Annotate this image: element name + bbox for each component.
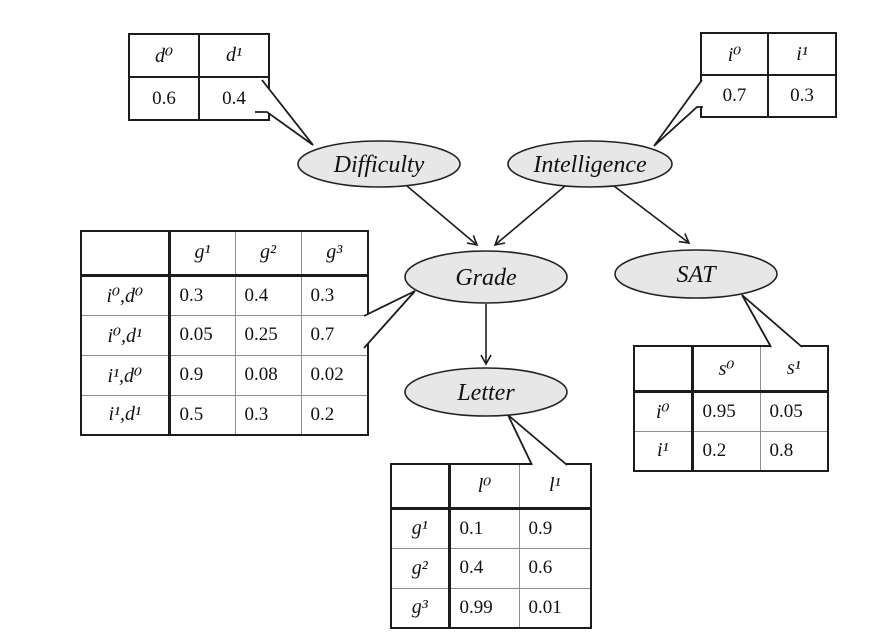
edge-intelligence-grade [493,185,566,247]
sat-cpt-table: s⁰ s¹ i⁰ 0.95 0.05 i¹ 0.2 0.8 [633,345,829,472]
cpt-header-cell: i¹ [767,32,837,76]
cpt-value-row: 0.6 0.4 [128,76,270,121]
cpt-value-cell: 0.2 [300,394,369,436]
cpt-header-cell: l⁰ [448,463,520,510]
cpt-value-cell: 0.08 [234,354,302,396]
letter-node [404,367,568,417]
cpt-value-cell: 0.7 [700,74,769,118]
cpt-value-row: i¹,d¹ 0.5 0.3 0.2 [80,394,369,436]
cpt-row-label: i¹ [633,430,694,472]
edge-difficulty-grade [406,185,479,247]
cpt-value-cell: 0.6 [128,76,200,121]
letter-cpt-table: l⁰ l¹ g¹ 0.1 0.9 g² 0.4 0.6 g³ 0.99 0.01 [390,463,592,629]
cpt-value-cell: 0.01 [518,587,592,629]
cpt-value-row: i⁰,d¹ 0.05 0.25 0.7 [80,314,369,356]
cpt-header-cell: i⁰ [700,32,769,76]
edge-intelligence-sat [613,185,691,244]
cpt-corner-cell [390,463,451,510]
cpt-value-row: i⁰ 0.95 0.05 [633,390,829,432]
cpt-value-cell: 0.25 [234,314,302,356]
cpt-row-label: g¹ [390,507,451,549]
cpt-value-cell: 0.4 [448,547,520,589]
cpt-header-row: s⁰ s¹ [633,345,829,393]
cpt-value-cell: 0.8 [759,430,829,472]
cpt-value-cell: 0.3 [767,74,837,118]
cpt-value-row: i⁰,d⁰ 0.3 0.4 0.3 [80,274,369,316]
cpt-corner-cell [80,230,171,277]
intelligence-node [507,140,673,188]
cpt-value-row: 0.7 0.3 [700,74,837,118]
cpt-row-label: i⁰,d⁰ [80,274,171,316]
grade-node-label: Grade [455,265,517,291]
letter-node-label: Letter [456,380,515,406]
cpt-header-cell: g¹ [168,230,236,277]
cpt-header-cell: l¹ [518,463,592,510]
cpt-value-cell: 0.9 [518,507,592,549]
grade-cpt-table: g¹ g² g³ i⁰,d⁰ 0.3 0.4 0.3 i⁰,d¹ 0.05 0.… [80,230,369,436]
grade-node [404,250,568,304]
cpt-value-cell: 0.9 [168,354,236,396]
cpt-row-label: g³ [390,587,451,629]
cpt-header-row: g¹ g² g³ [80,230,369,277]
cpt-value-cell: 0.95 [691,390,761,432]
cpt-value-cell: 0.2 [691,430,761,472]
cpt-row-label: g² [390,547,451,589]
cpt-header-cell: d¹ [198,33,270,78]
cpt-row-label: i¹,d⁰ [80,354,171,396]
cpt-header-cell: s¹ [759,345,829,393]
cpt-value-cell: 0.3 [300,274,369,316]
sat-node-label: SAT [676,262,717,288]
cpt-row-label: i¹,d¹ [80,394,171,436]
cpt-value-cell: 0.4 [234,274,302,316]
cpt-row-label: i⁰,d¹ [80,314,171,356]
cpt-header-cell: s⁰ [691,345,761,393]
cpt-value-cell: 0.4 [198,76,270,121]
difficulty-cpt-table: d⁰ d¹ 0.6 0.4 [128,33,270,121]
cpt-header-row: l⁰ l¹ [390,463,592,510]
cpt-header-row: d⁰ d¹ [128,33,270,78]
cpt-value-cell: 0.05 [168,314,236,356]
callout-grade-table [363,290,416,349]
callout-intelligence-table [653,79,703,147]
cpt-value-cell: 0.7 [300,314,369,356]
cpt-header-row: i⁰ i¹ [700,32,837,76]
difficulty-node-label: Difficulty [333,152,425,178]
cpt-value-cell: 0.02 [300,354,369,396]
cpt-row-label: i⁰ [633,390,694,432]
cpt-value-cell: 0.3 [234,394,302,436]
cpt-value-cell: 0.6 [518,547,592,589]
cpt-value-cell: 0.1 [448,507,520,549]
cpt-value-cell: 0.05 [759,390,829,432]
callout-sat-table [741,294,803,348]
cpt-value-row: g¹ 0.1 0.9 [390,507,592,549]
intelligence-node-label: Intelligence [532,152,647,178]
sat-node [614,249,778,299]
difficulty-node [297,140,461,188]
cpt-value-row: g² 0.4 0.6 [390,547,592,589]
callout-letter-table [507,414,568,466]
cpt-value-row: i¹,d⁰ 0.9 0.08 0.02 [80,354,369,396]
intelligence-cpt-table: i⁰ i¹ 0.7 0.3 [700,32,837,118]
cpt-header-cell: g³ [300,230,369,277]
cpt-header-cell: d⁰ [128,33,200,78]
cpt-value-cell: 0.99 [448,587,520,629]
cpt-value-cell: 0.3 [168,274,236,316]
cpt-value-row: g³ 0.99 0.01 [390,587,592,629]
cpt-value-row: i¹ 0.2 0.8 [633,430,829,472]
cpt-corner-cell [633,345,694,393]
cpt-header-cell: g² [234,230,302,277]
cpt-value-cell: 0.5 [168,394,236,436]
